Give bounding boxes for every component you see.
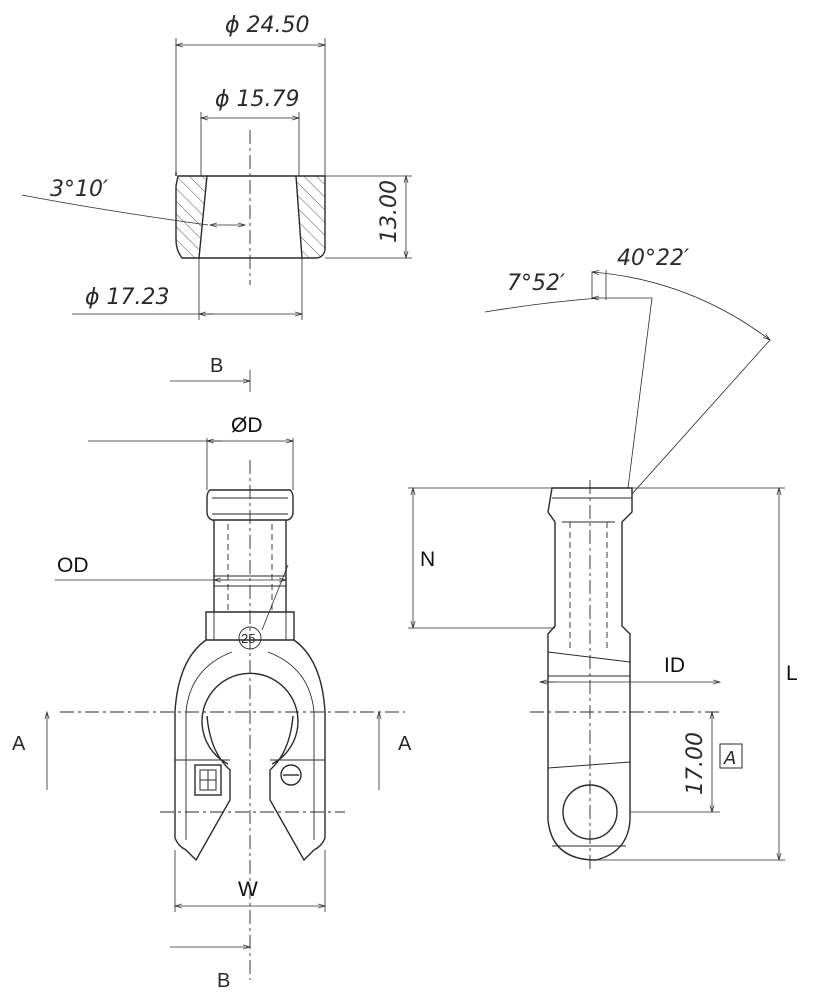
front-view: B B ØD OD 25 xyxy=(12,355,412,992)
width-label: W xyxy=(238,878,258,901)
angle-small-label: 7°52′ xyxy=(507,271,565,296)
stamp-mark xyxy=(194,764,222,796)
length-label: L xyxy=(786,662,798,685)
od-label: OD xyxy=(57,554,89,577)
ring-height-label: 13.00 xyxy=(377,180,402,243)
ring-wall-right xyxy=(295,175,326,259)
datum-box xyxy=(719,743,743,769)
taper-angle-label: 3°10′ xyxy=(50,177,108,202)
screw-head xyxy=(280,764,302,786)
datum-label: A xyxy=(723,748,736,769)
section-b-bottom-label: B xyxy=(217,970,230,992)
slot-distance-label: 17.00 xyxy=(683,732,708,795)
id-label: ID xyxy=(664,654,685,677)
outer-diameter-label: ϕ 24.50 xyxy=(225,13,310,38)
dia-d-label: ØD xyxy=(231,414,263,437)
section-b-top-label: B xyxy=(210,355,223,377)
pin-hole xyxy=(562,784,618,840)
marking-label: 25 xyxy=(241,631,255,646)
ring-wall-left xyxy=(175,175,208,259)
side-view: 7°52′ 40°22′ N ID 17.00 A xyxy=(408,246,798,870)
angle-large-label: 40°22′ xyxy=(617,246,689,271)
bore-diameter-label: ϕ 17.23 xyxy=(85,285,170,310)
section-a-left-label: A xyxy=(12,733,26,755)
section-a-right-label: A xyxy=(398,733,412,755)
ring-section-view: ϕ 24.50 ϕ 15.79 3°10′ 13.00 ϕ 17.23 xyxy=(21,13,412,320)
n-label: N xyxy=(420,548,435,571)
inner-diameter-label: ϕ 15.79 xyxy=(215,87,300,112)
